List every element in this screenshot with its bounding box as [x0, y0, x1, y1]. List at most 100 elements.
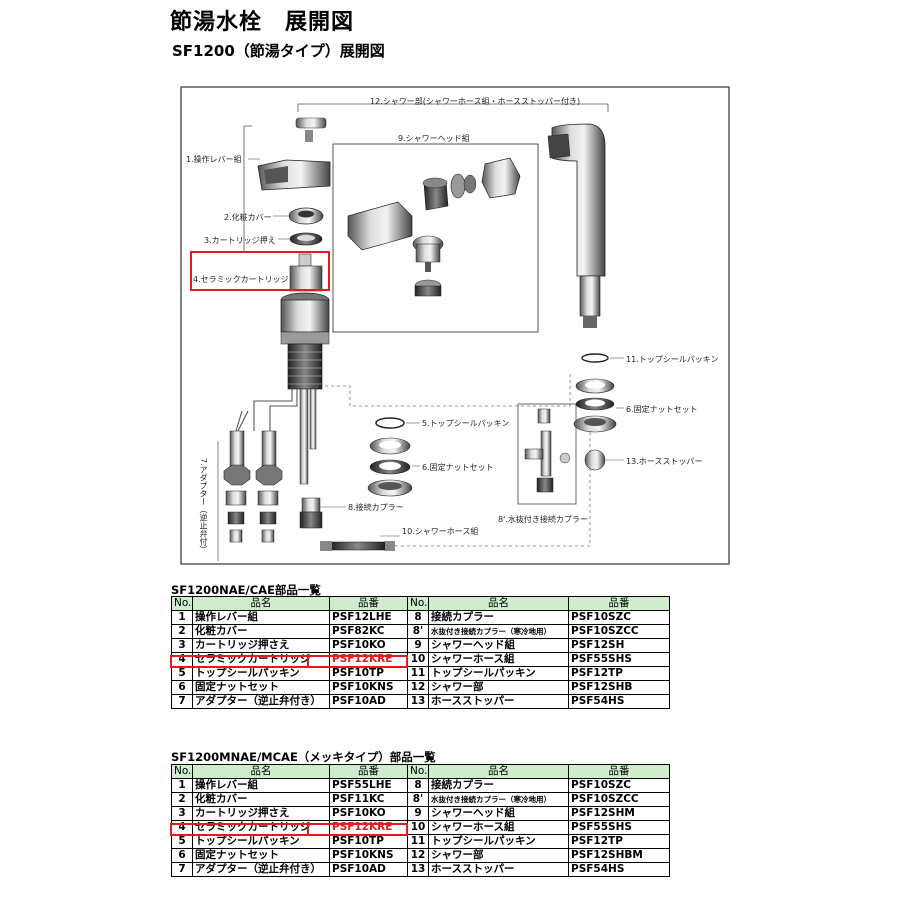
part-no-cell: 13 — [407, 694, 429, 709]
part-number-cell: PSF10AD — [329, 862, 408, 877]
part-no-cell: 5 — [171, 666, 193, 681]
part-number-cell: PSF12TP — [568, 834, 670, 849]
label-shower-assembly: 12.シャワー部(シャワーホース組・ホースストッパー付き) — [370, 97, 581, 106]
part-no-cell: 2 — [171, 792, 193, 807]
label-nut-set-left: 6.固定ナットセット — [422, 463, 494, 472]
part-name-cell: カートリッジ押さえ — [192, 806, 330, 821]
shower-head-box — [332, 143, 539, 333]
table1-title: SF1200NAE/CAE部品一覧 — [171, 583, 321, 597]
diagram-drawing — [180, 86, 730, 565]
part-name-cell: 化粧カバー — [192, 624, 330, 639]
shower-spout — [547, 123, 606, 328]
table2-title: SF1200MNAE/MCAE（メッキタイプ）部品一覧 — [171, 750, 436, 764]
left-nut-set — [367, 417, 413, 497]
part-number-cell: PSF55SHS — [568, 820, 670, 835]
table-header-cell: No. — [407, 596, 429, 611]
part-number-cell: PSF12TP — [568, 666, 670, 681]
adapter-part — [223, 430, 283, 543]
table-header-cell: 品番 — [329, 764, 408, 779]
part-name-cell: トップシールパッキン — [192, 834, 330, 849]
part-number-cell: PSF10KNS — [329, 848, 408, 863]
part-number-cell: PSF12SHB — [568, 680, 670, 695]
label-top-seal-right: 11.トップシールパッキン — [626, 355, 719, 364]
label-adapter: 7.アダプター（逆止弁付） — [199, 458, 208, 554]
hose-part — [320, 541, 395, 551]
part-number-cell: PSF12LHE — [329, 610, 408, 625]
part-name-cell: カートリッジ押さえ — [192, 638, 330, 653]
part-name-cell: シャワーヘッド組 — [428, 806, 569, 821]
table1-cartridge-highlight — [170, 655, 309, 668]
part-name-cell: シャワーホース組 — [428, 820, 569, 835]
part-name-cell: 水抜付き接続カプラー（寒冷地用） — [428, 624, 569, 639]
part-number-cell: PSF55LHE — [329, 778, 408, 793]
diagram-frame — [180, 86, 730, 565]
part-no-cell: 3 — [171, 806, 193, 821]
part-name-cell: ホースストッパー — [428, 694, 569, 709]
table-header-cell: 品名 — [192, 764, 330, 779]
part-name-cell: シャワー部 — [428, 680, 569, 695]
table-header-cell: No. — [407, 764, 429, 779]
part-number-cell: PSF12SHBM — [568, 848, 670, 863]
right-nut-set — [573, 353, 617, 471]
part-no-cell: 11 — [407, 666, 429, 681]
part-name-cell: 操作レバー組 — [192, 610, 330, 625]
part-number-cell: PSF55SHS — [568, 652, 670, 667]
page-subtitle: SF1200（節湯タイプ）展開図 — [172, 42, 385, 60]
label-cartridge: 4.セラミックカートリッジ — [193, 275, 289, 284]
shower-head-parts — [347, 157, 521, 297]
drain-coupler-box — [517, 403, 577, 505]
table2-partno-highlight — [307, 823, 408, 836]
part-no-cell: 8' — [407, 624, 429, 639]
part-name-cell: 接続カプラー — [428, 610, 569, 625]
part-number-cell: PSF11KC — [329, 792, 408, 807]
part-number-cell: PSF10SZCC — [568, 792, 670, 807]
part-name-cell: 水抜付き接続カプラー（寒冷地用） — [428, 792, 569, 807]
part-number-cell: PSF12SHM — [568, 806, 670, 821]
part-number-cell: PSF10KNS — [329, 680, 408, 695]
part-name-cell: 接続カプラー — [428, 778, 569, 793]
part-number-cell: PSF10AD — [329, 694, 408, 709]
faucet-body — [280, 292, 330, 485]
part-no-cell: 8 — [407, 778, 429, 793]
part-no-cell: 12 — [407, 848, 429, 863]
page-title: 節湯水栓 展開図 — [170, 10, 355, 35]
label-lever: 1.操作レバー組 — [186, 155, 242, 164]
part-number-cell: PSF82KC — [329, 624, 408, 639]
part-no-cell: 12 — [407, 680, 429, 695]
table-header-cell: 品番 — [568, 764, 670, 779]
label-hose: 10.シャワーホース組 — [402, 527, 479, 536]
label-cartridge-holder: 3.カートリッジ押え — [204, 236, 276, 245]
part-no-cell: 7 — [171, 694, 193, 709]
cartridge-part — [289, 253, 323, 292]
part-no-cell: 11 — [407, 834, 429, 849]
part-no-cell: 9 — [407, 638, 429, 653]
table-header-cell: 品名 — [428, 596, 569, 611]
part-no-cell: 8' — [407, 792, 429, 807]
part-number-cell: PSF10SZC — [568, 778, 670, 793]
table-header-cell: 品名 — [192, 596, 330, 611]
lever-part — [257, 117, 331, 191]
label-hose-stopper: 13.ホースストッパー — [626, 457, 703, 466]
table-header-cell: 品番 — [568, 596, 670, 611]
label-top-seal-left: 5.トップシールパッキン — [422, 419, 510, 428]
coupler-part — [299, 497, 323, 529]
part-number-cell: PSF10SZCC — [568, 624, 670, 639]
part-number-cell: PSF10KO — [329, 638, 408, 653]
part-name-cell: 固定ナットセット — [192, 848, 330, 863]
part-name-cell: 操作レバー組 — [192, 778, 330, 793]
part-no-cell: 3 — [171, 638, 193, 653]
table1-partno-highlight — [307, 655, 408, 668]
drain-coupler-part — [524, 408, 571, 493]
part-name-cell: 固定ナットセット — [192, 680, 330, 695]
